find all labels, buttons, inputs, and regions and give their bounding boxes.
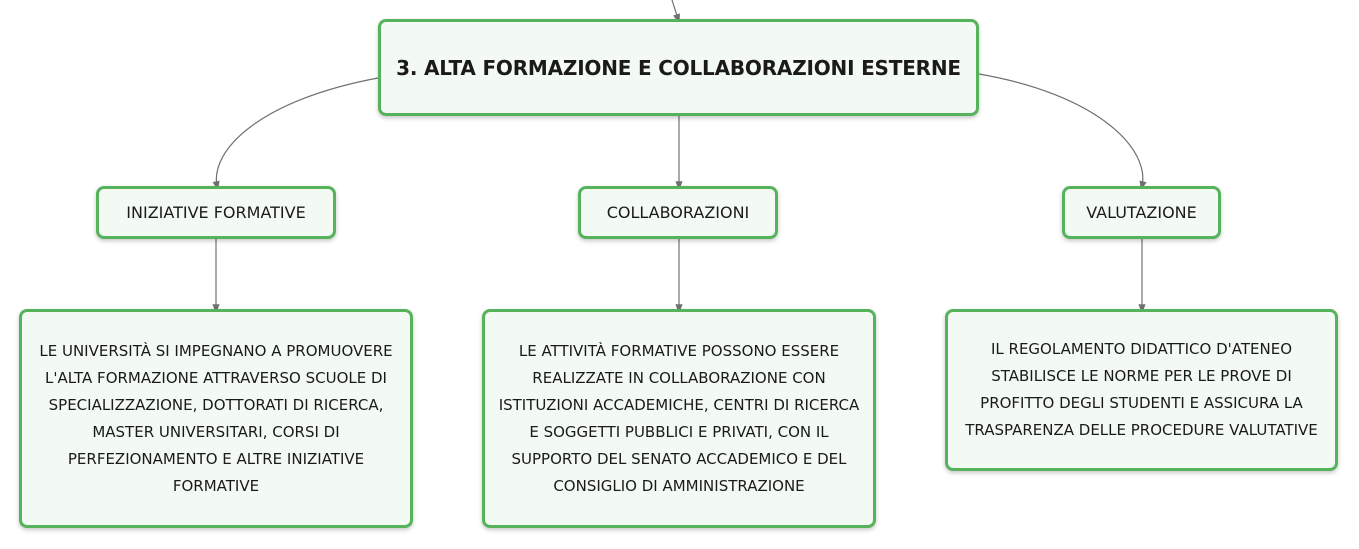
root-topic-title: 3. ALTA FORMAZIONE E COLLABORAZIONI ESTE…	[396, 55, 961, 80]
root-topic-node[interactable]: 3. ALTA FORMAZIONE E COLLABORAZIONI ESTE…	[378, 19, 979, 116]
detail-node-valutazione[interactable]: IL REGOLAMENTO DIDATTICO D'ATENEO STABIL…	[945, 309, 1338, 471]
branch-label: COLLABORAZIONI	[606, 203, 750, 222]
connector-root-to-iniziative	[212, 77, 379, 191]
branch-label: INIZIATIVE FORMATIVE	[126, 203, 306, 222]
detail-text: LE UNIVERSITÀ SI IMPEGNANO A PROMUOVERE …	[39, 341, 393, 495]
detail-node-collaborazioni[interactable]: LE ATTIVITÀ FORMATIVE POSSONO ESSERE REA…	[482, 309, 876, 528]
branch-node-iniziative-formative[interactable]: INIZIATIVE FORMATIVE	[96, 186, 336, 239]
detail-node-iniziative-formative[interactable]: LE UNIVERSITÀ SI IMPEGNANO A PROMUOVERE …	[19, 309, 413, 528]
connector-root-to-valutazione	[978, 73, 1147, 191]
connector-from-parent	[671, 0, 680, 24]
branch-label: VALUTAZIONE	[1086, 203, 1197, 222]
detail-text: LE ATTIVITÀ FORMATIVE POSSONO ESSERE REA…	[498, 341, 860, 495]
detail-text: IL REGOLAMENTO DIDATTICO D'ATENEO STABIL…	[965, 340, 1318, 439]
branch-node-collaborazioni[interactable]: COLLABORAZIONI	[578, 186, 778, 239]
branch-node-valutazione[interactable]: VALUTAZIONE	[1062, 186, 1221, 239]
